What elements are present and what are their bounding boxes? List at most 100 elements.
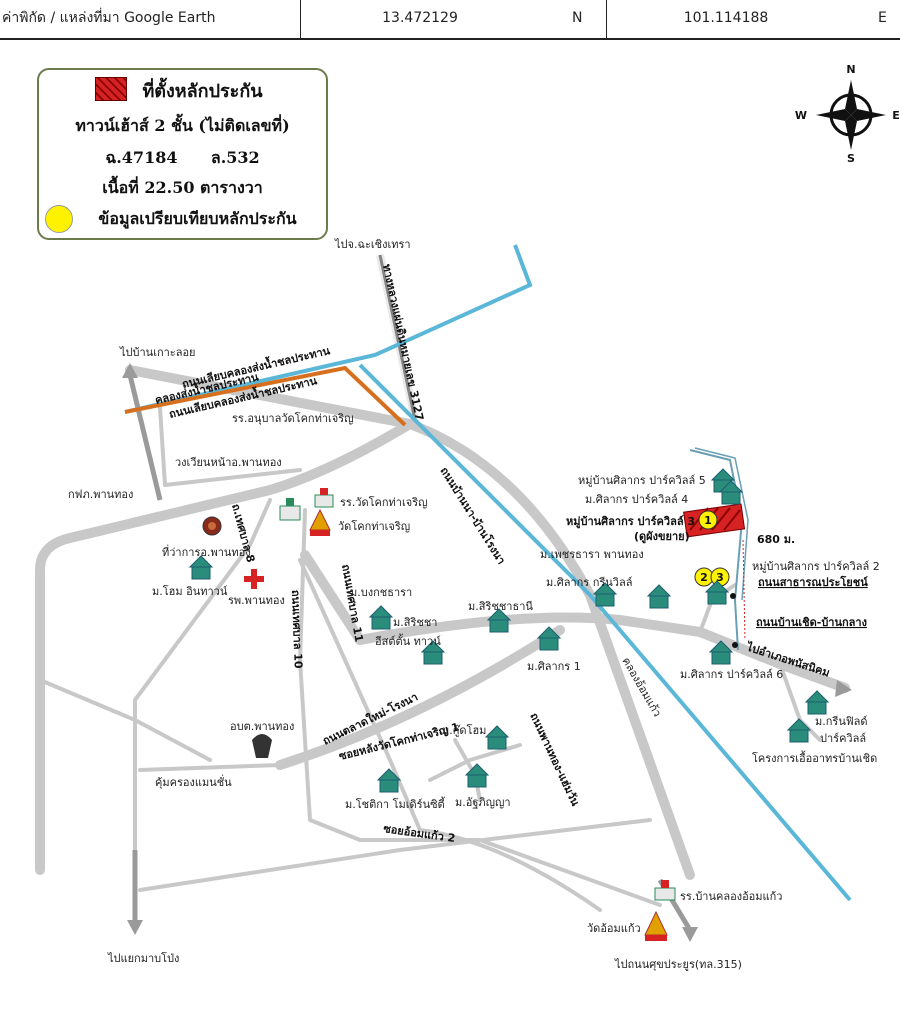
- label-phet: ม.เพชรธารา พานทอง: [540, 548, 644, 561]
- road-west-loop: [35, 419, 415, 875]
- house-icon: [704, 580, 730, 605]
- label-soi11: ถนนเทศบาล 11: [339, 563, 365, 643]
- label-pea: กฟภ.พานทอง: [68, 488, 133, 501]
- label-good-home: ม.กู๊ดโฮม: [442, 723, 486, 737]
- label-district-office: ที่ว่าการอ.พานทอง: [162, 544, 251, 559]
- house-icon: [464, 763, 490, 788]
- house-icon: [592, 582, 618, 607]
- label-distance: 680 ม.: [757, 533, 795, 546]
- compass-e: E: [892, 109, 900, 122]
- main-roads: [35, 365, 850, 880]
- secondary-roads: [38, 406, 822, 932]
- label-school-kok: รร.วัดโคกท่าเจริญ: [340, 495, 427, 509]
- label-to-koh-loi: ไปบ้านเกาะลอย: [119, 346, 196, 359]
- label-school-om: รร.บ้านคลองอ้อมแก้ว: [680, 890, 782, 903]
- label-to-chachoengsao: ไปจ.ฉะเชิงเทรา: [334, 238, 411, 251]
- compass-s: S: [847, 152, 855, 165]
- district-office-icon: [202, 516, 222, 536]
- temple-icon: [644, 910, 668, 941]
- legend-deed-number: ฉ.47184 ล.532: [105, 148, 260, 167]
- pin-3: 3: [716, 571, 724, 584]
- house-icon: [718, 480, 744, 505]
- label-silakorn-green: ม.ศิลากร กรีนวิลล์: [546, 576, 632, 589]
- label-highway-3127: ทางหลวงแผ่นดินหมายเลข 3127: [380, 263, 426, 422]
- school-icon: [314, 488, 334, 508]
- comparison-markers: 2 3: [694, 567, 730, 587]
- school-icon: [279, 498, 301, 521]
- compass-rose-icon: N S W E: [795, 63, 900, 165]
- label-to-sukprayoon: ไปถนนศุขประยูร(ทล.315): [614, 958, 742, 971]
- highway-3127: [378, 254, 417, 421]
- house-icon: [484, 725, 510, 750]
- house-icon: [708, 640, 734, 665]
- label-temple-kok: วัดโคกท่าเจริญ: [338, 519, 410, 533]
- collateral-swatch-icon: [95, 77, 127, 101]
- temple-icon: [309, 508, 331, 536]
- compass-n: N: [846, 63, 855, 76]
- house-icon: [536, 626, 562, 651]
- label-road-chet: ถนนบ้านเชิด-บ้านกลาง: [756, 616, 867, 629]
- house-icon: [786, 718, 812, 743]
- compass-w: W: [795, 109, 807, 122]
- label-park6: ม.ศิลากร ปาร์ควิลล์ 6: [680, 668, 783, 681]
- label-park4: ม.ศิลากร ปาร์ควิลล์ 4: [585, 493, 688, 506]
- school-icon: [654, 880, 676, 901]
- label-home-inn: ม.โฮม อินทาวน์: [152, 584, 228, 598]
- direction-arrows: [122, 363, 852, 942]
- house-icon: [188, 555, 214, 580]
- pin-2: 2: [700, 571, 708, 584]
- label-roundabout: วงเวียนหน้าอ.พานทอง: [175, 456, 282, 469]
- label-sirichcha-2: อีสต์ตั้น ทาวน์: [375, 633, 442, 648]
- label-road-phan-om: ถนนพานทอง-แฮ่มวัน: [527, 711, 582, 809]
- legend-property-type: ทาวน์เฮ้าส์ 2 ชั้น (ไม่ติดเลขที่): [75, 116, 290, 135]
- label-sirichcha-1: ม.สิริชชา: [393, 616, 437, 629]
- house-icon: [368, 605, 394, 630]
- hospital-icon: [244, 569, 264, 589]
- label-ariya: ม.อัฐภิญญา: [455, 796, 511, 809]
- label-park3: หมู่บ้านศิลากร ปาร์ควิลล์ 3: [566, 515, 695, 529]
- label-soi10: ถนนเทศบาล 10: [289, 590, 305, 669]
- irrigation-canal: [124, 244, 852, 902]
- road-canal-north: [125, 365, 415, 429]
- label-mansion: คุ้มครองแมนชั่น: [155, 774, 232, 789]
- road-talad: [275, 625, 565, 770]
- label-bongkot: ม.บงกชธารา: [350, 586, 412, 599]
- longitude-direction: E: [878, 10, 887, 26]
- label-road-public: ถนนสาธารณประโยชน์: [758, 575, 868, 589]
- latitude-direction: N: [572, 10, 583, 26]
- comparison-swatch-icon: [45, 205, 73, 233]
- label-chotika: ม.โชติกา โมเดิร์นซิตี้: [345, 796, 446, 811]
- coordinate-bar: ค่าพิกัด / แหล่งที่มา Google Earth 13.47…: [0, 0, 900, 40]
- sao-emblem-icon: [252, 734, 272, 758]
- road-ban-na: [405, 419, 695, 880]
- label-to-mabpong: ไปแยกมาบโป่ง: [107, 951, 179, 965]
- map-legend: ที่ตั้งหลักประกัน ทาวน์เฮ้าส์ 2 ชั้น (ไม…: [37, 68, 328, 240]
- label-green-field-2: ปาร์ควิลล์: [820, 732, 866, 745]
- collateral-location-marker: 1: [683, 503, 746, 538]
- housing-icons: [188, 468, 830, 793]
- label-food-project: โครงการเอื้ออาทรบ้านเชิด: [752, 750, 877, 765]
- label-green-field-1: ม.กรีนฟิลด์: [815, 715, 868, 728]
- house-icon: [646, 584, 672, 609]
- label-hospital: รพ.พานทอง: [228, 594, 285, 607]
- orange-road: [124, 365, 407, 427]
- latitude-value: 13.472129: [382, 10, 458, 26]
- label-park3-sub: (ดูผังขยาย): [634, 530, 690, 544]
- label-school-anuban: รร.อนุบาลวัดโคกท่าเจริญ: [232, 411, 354, 425]
- legend-area: เนื้อที่ 22.50 ตารางวา: [102, 178, 263, 197]
- area-map: N S W E: [35, 63, 900, 971]
- coordinate-source-label: ค่าพิกัด / แหล่งที่มา Google Earth: [2, 10, 216, 26]
- longitude-value: 101.114188: [683, 10, 769, 26]
- pin-1: 1: [704, 514, 712, 527]
- house-icon: [804, 690, 830, 715]
- label-park2: หมู่บ้านศิลากร ปาร์ควิลล์ 2: [752, 560, 880, 573]
- label-sirichchathani: ม.สิริชชาธานี: [468, 600, 533, 613]
- label-park5: หมู่บ้านศิลากร ปาร์ควิลล์ 5: [578, 474, 706, 487]
- label-temple-om: วัดอ้อมแก้ว: [587, 922, 641, 935]
- label-silakorn1: ม.ศิลากร 1: [527, 660, 581, 673]
- legend-comparison: ข้อมูลเปรียบเทียบหลักประกัน: [98, 209, 297, 228]
- label-obt: อบต.พานทอง: [230, 720, 294, 733]
- house-icon: [420, 640, 446, 665]
- house-icon: [486, 608, 512, 633]
- house-icon: [376, 768, 402, 793]
